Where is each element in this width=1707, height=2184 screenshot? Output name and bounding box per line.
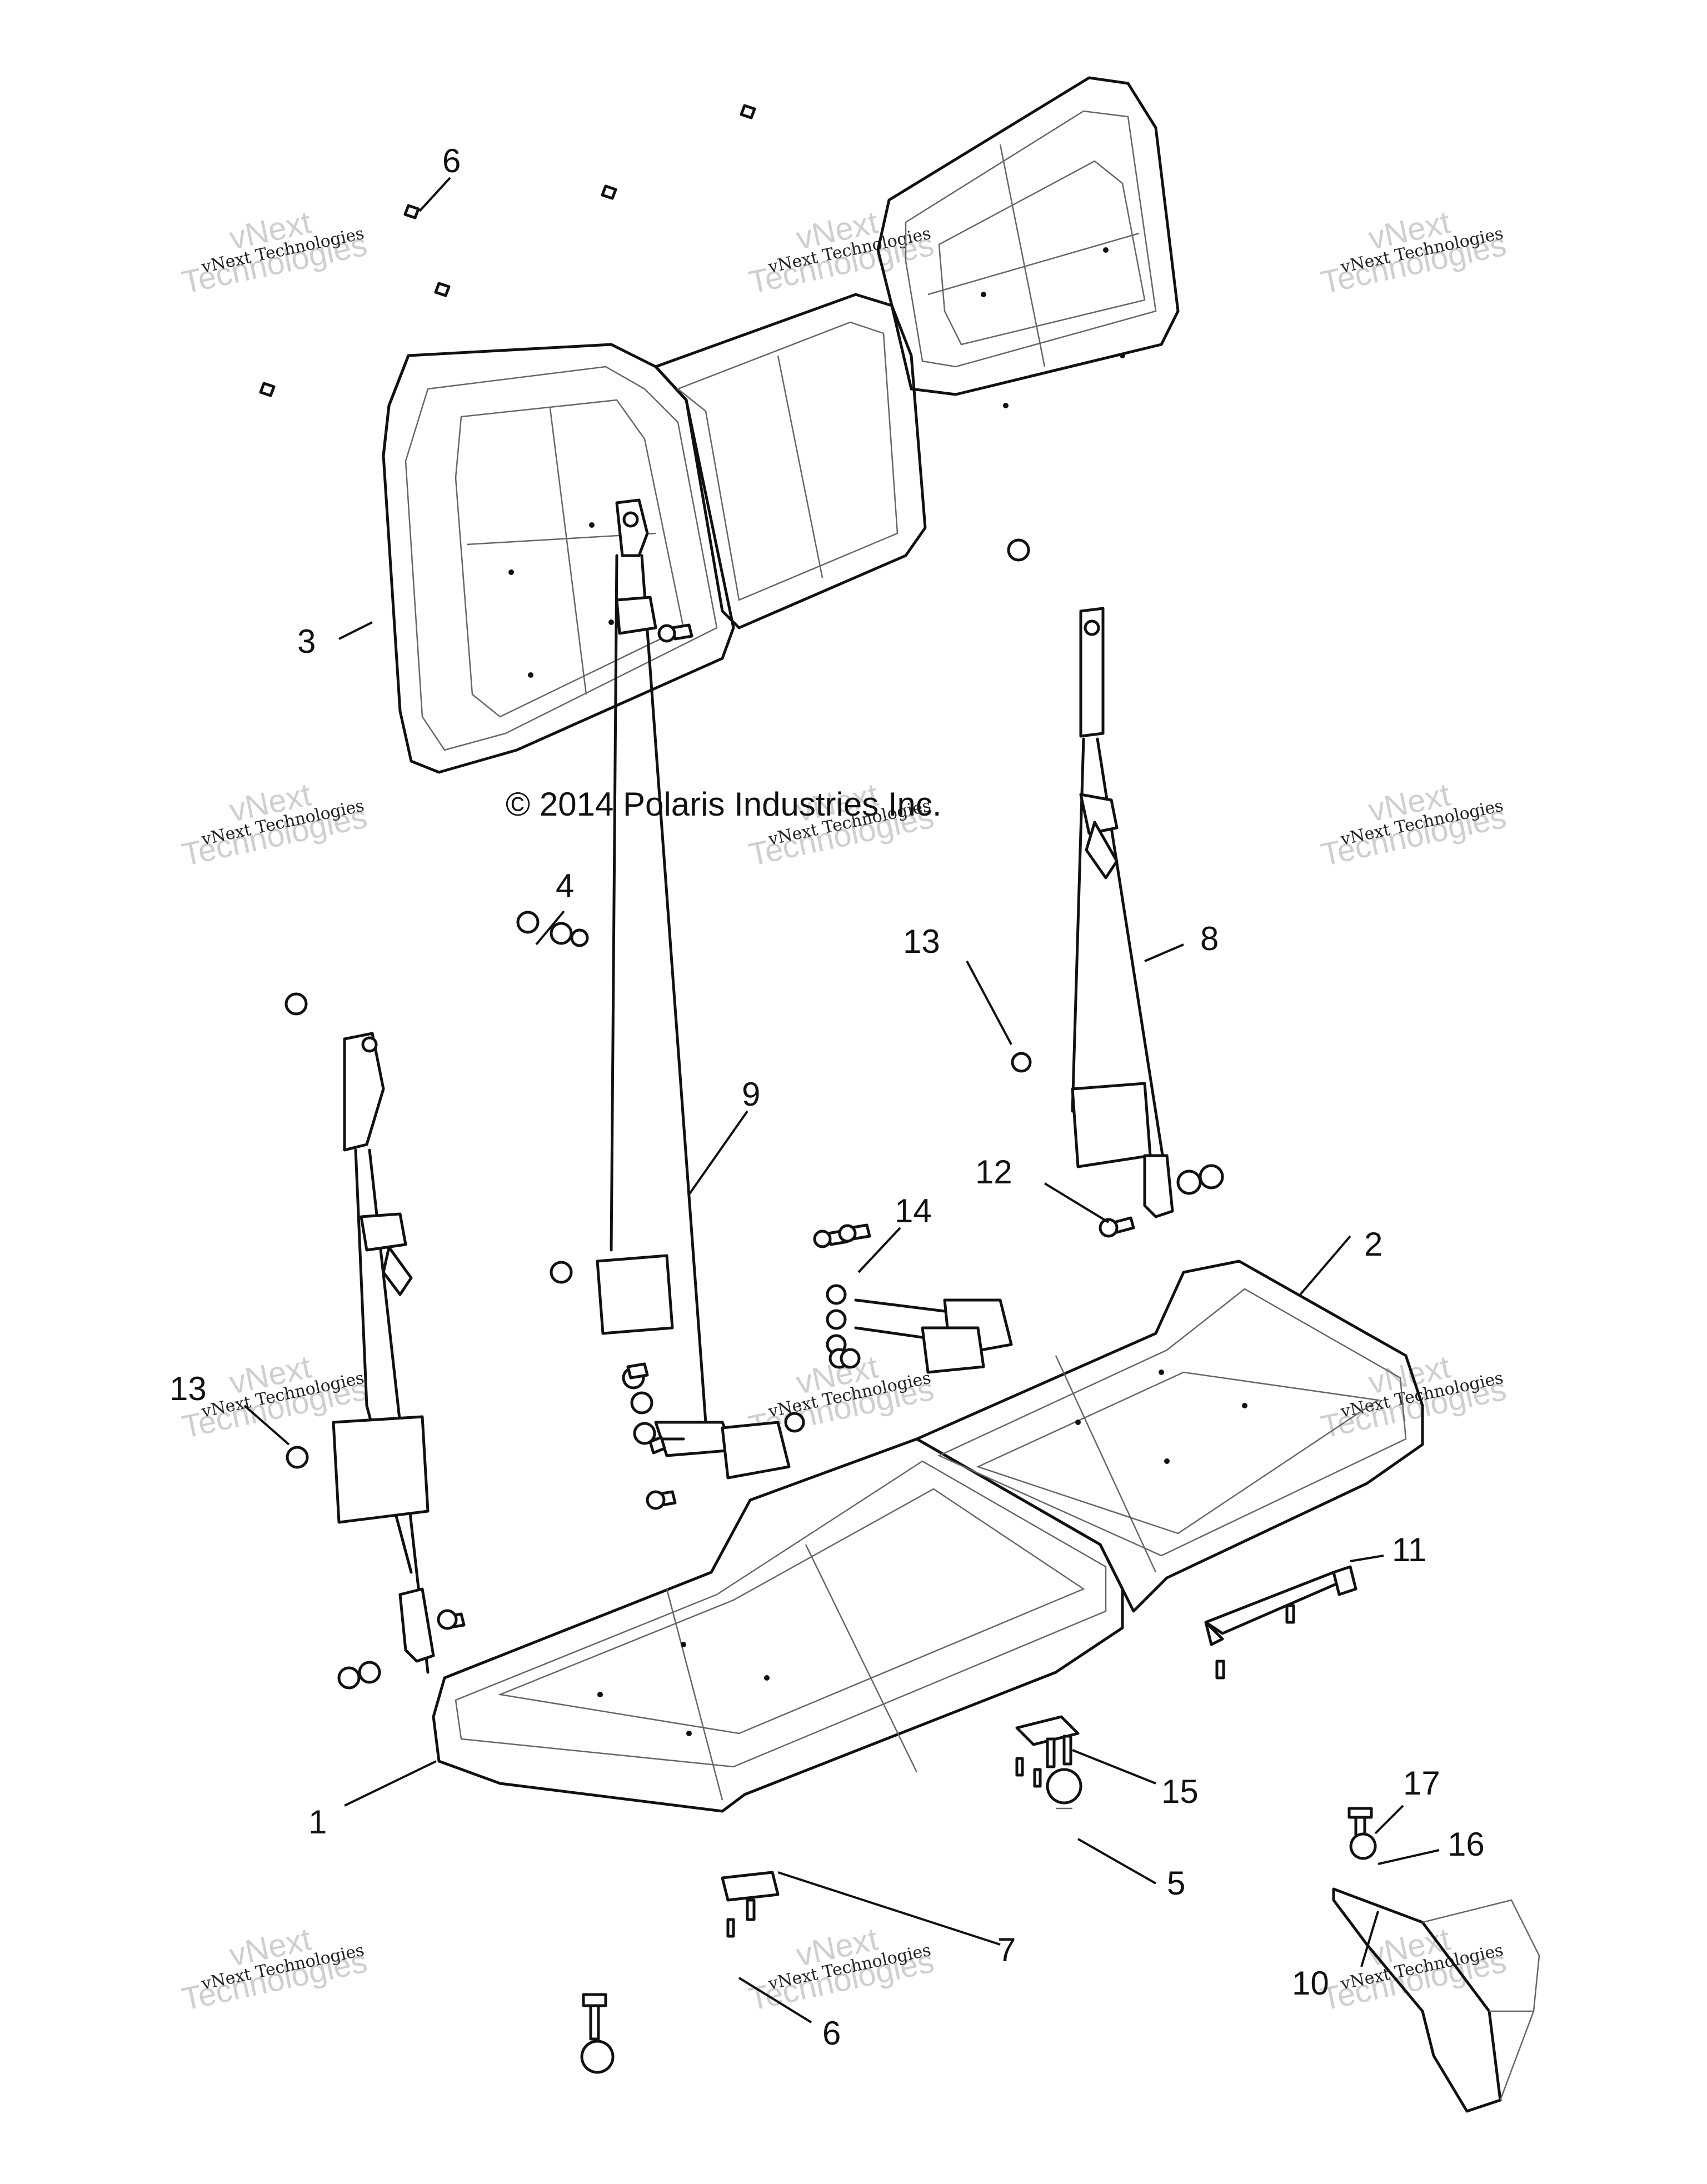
callout-14: 14 <box>895 1192 932 1230</box>
callout-12: 12 <box>975 1153 1012 1191</box>
watermark-11: vNext Technologies vNext Technologies <box>746 1921 937 2018</box>
seat-belt-center <box>516 498 805 1510</box>
callout-11: 11 <box>1392 1531 1426 1568</box>
leader-lines <box>243 177 1440 2023</box>
callout-2: 2 <box>1364 1226 1382 1263</box>
seat-base-left <box>432 1437 1124 1813</box>
seat-belt-left <box>284 992 466 1690</box>
callout-6-top: 6 <box>442 142 461 179</box>
callout-1: 1 <box>308 1803 327 1841</box>
callout-17: 17 <box>1403 1765 1440 1802</box>
callout-3: 3 <box>297 623 316 660</box>
watermark-4: vNext Technologies vNext Technologies <box>179 777 371 873</box>
callout-8: 8 <box>1200 920 1219 957</box>
bottom-fasteners <box>580 1993 615 2074</box>
callout-10: 10 <box>1292 1965 1329 2002</box>
watermark-3: vNext Technologies vNext Technologies <box>1318 204 1510 301</box>
watermark-2: vNext Technologies vNext Technologies <box>746 204 937 301</box>
callout-4: 4 <box>556 867 574 904</box>
copyright-text: © 2014 Polaris Industries Inc. <box>506 786 942 823</box>
callout-6-bottom: 6 <box>822 2015 841 2052</box>
callout-9: 9 <box>742 1076 760 1113</box>
seat-bracket-15 <box>1015 1715 1080 1788</box>
watermark-6: vNext Technologies vNext Technologies <box>1318 777 1510 873</box>
seat-bracket-11 <box>1204 1565 1357 1680</box>
callout-15: 15 <box>1161 1773 1199 1810</box>
seat-belt-right <box>1007 538 1224 1238</box>
side-mount-10 <box>1332 1807 1540 2113</box>
callout-13-right: 13 <box>903 923 940 960</box>
watermark-1: vNext Technologies vNext Technologies <box>179 204 371 301</box>
callout-5: 5 <box>1167 1865 1185 1902</box>
seat-belt-buckles <box>813 1223 1013 1374</box>
seat-backrest <box>382 76 1180 774</box>
grommet-5 <box>1046 1768 1082 1810</box>
watermark-10: vNext Technologies vNext Technologies <box>179 1921 371 2018</box>
watermark-12: vNext Technologies vNext Technologies <box>1318 1921 1510 2018</box>
callout-numbers: 6 3 4 8 13 9 12 14 2 13 11 1 15 5 7 6 17… <box>169 142 1485 2052</box>
callout-7: 7 <box>997 1931 1016 1968</box>
callout-16: 16 <box>1448 1826 1485 1863</box>
callout-13-left: 13 <box>169 1370 207 1407</box>
seat-bracket-7 <box>721 1871 780 1938</box>
seat-base-right <box>915 1260 1424 1613</box>
backrest-screws <box>259 104 756 397</box>
watermark-9: vNext Technologies vNext Technologies <box>1318 1349 1510 1446</box>
